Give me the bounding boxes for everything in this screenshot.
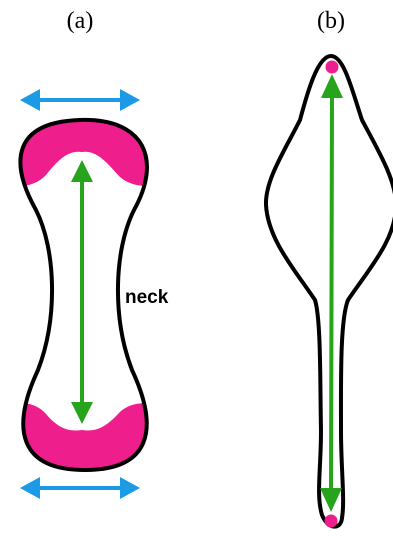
panel-a-label: (a) bbox=[67, 8, 94, 34]
panel-b-top-dot bbox=[326, 61, 339, 74]
bottom-width-arrow bbox=[20, 477, 140, 499]
neck-annotation: neck bbox=[125, 287, 169, 308]
top-width-arrow bbox=[20, 89, 140, 111]
panel-b-bottom-dot bbox=[325, 515, 338, 528]
panel-a-stretch-arrow bbox=[71, 160, 93, 424]
panel-b-label: (b) bbox=[317, 8, 345, 34]
